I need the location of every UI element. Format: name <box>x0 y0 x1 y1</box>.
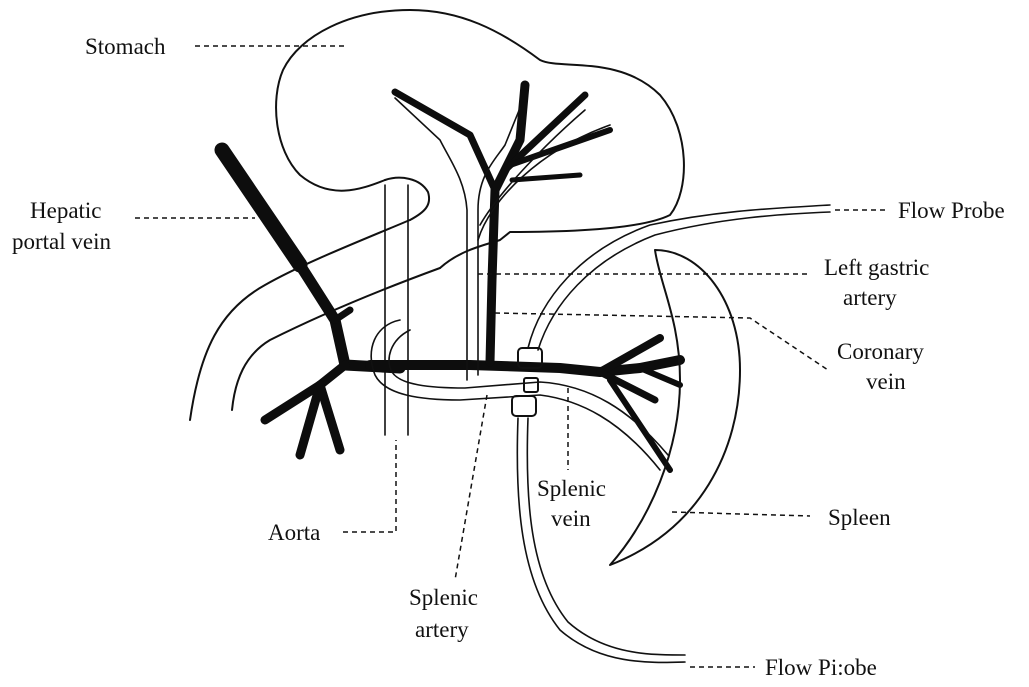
label-stomach: Stomach <box>85 34 166 59</box>
left-gastric-artery <box>395 98 467 380</box>
vein-branch-a <box>265 365 345 420</box>
esophagus-outline <box>385 178 429 220</box>
leader-aorta <box>343 440 396 532</box>
leader-spleen <box>672 512 810 516</box>
label-coronary-line1: Coronary <box>837 339 924 364</box>
flow-probe-cable-top <box>528 205 830 348</box>
flow-probe-head-bottom <box>512 396 536 416</box>
label-hepatic-line2: portal vein <box>12 229 111 254</box>
splenic-vein-branch-2 <box>600 372 655 400</box>
vein-branch-c <box>320 385 340 450</box>
label-aorta: Aorta <box>268 520 320 545</box>
liver-band-outline <box>190 220 410 420</box>
label-left-gastric-line1: Left gastric <box>824 255 929 280</box>
label-flow-probe-bottom: Flow Pi:obe <box>765 655 877 680</box>
label-splenic-artery-line2: artery <box>415 617 469 642</box>
flow-probe-clip-top <box>524 378 538 392</box>
coronary-branch-1 <box>395 92 495 190</box>
flow-probe-cable-top-wall <box>538 212 830 350</box>
hepatic-portal-vein <box>222 150 300 265</box>
label-splenic-vein-line1: Splenic <box>537 476 606 501</box>
stomach-outline <box>276 10 684 268</box>
vein-branch-d <box>335 310 350 320</box>
label-coronary-line2: vein <box>866 369 906 394</box>
label-splenic-vein-line2: vein <box>551 506 591 531</box>
splenic-vein-branch-4 <box>640 368 680 385</box>
leader-splenic-artery <box>455 395 487 580</box>
label-flow-probe-top: Flow Probe <box>898 198 1005 223</box>
label-spleen: Spleen <box>828 505 891 530</box>
label-hepatic-line1: Hepatic <box>30 198 102 223</box>
splenic-vein-path <box>370 360 680 372</box>
label-left-gastric-line2: artery <box>843 285 897 310</box>
coronary-vein-path <box>490 85 525 362</box>
label-splenic-artery-line1: Splenic <box>409 585 478 610</box>
